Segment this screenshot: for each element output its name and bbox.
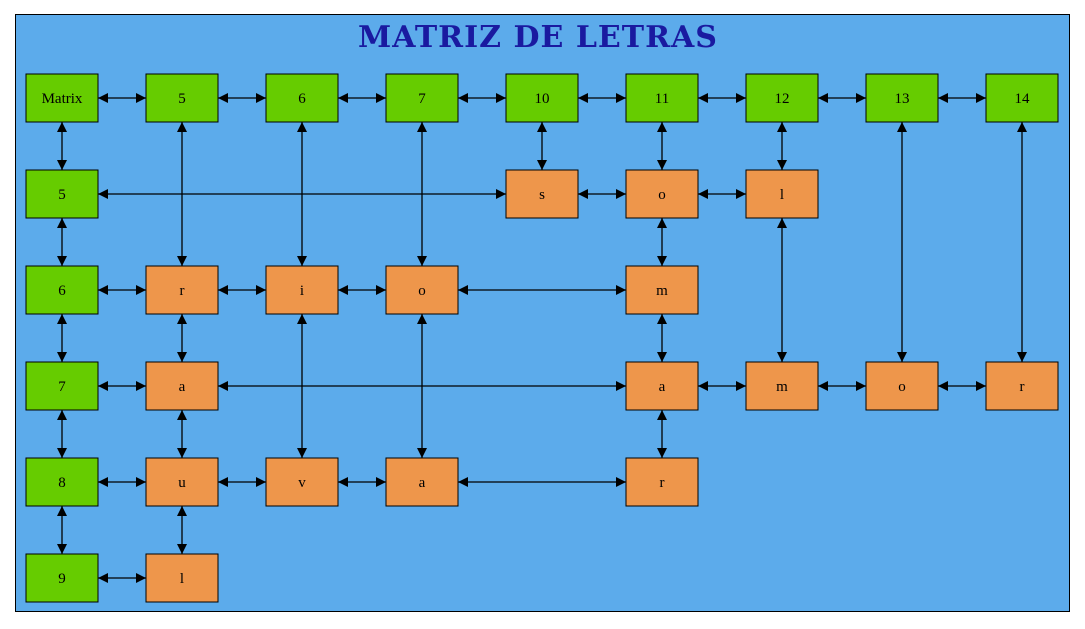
node-label: m — [776, 379, 788, 395]
letter-node-n6_5: r — [145, 265, 219, 315]
node-box — [745, 169, 819, 219]
header-node-r6: 6 — [25, 265, 99, 315]
letter-node-n7_11: a — [625, 361, 699, 411]
node-label: r — [180, 283, 185, 299]
node-label: v — [298, 475, 306, 491]
node-box — [625, 265, 699, 315]
node-label: 5 — [58, 187, 66, 203]
header-node-c13: 13 — [865, 73, 939, 123]
node-box — [25, 361, 99, 411]
header-node-r9: 9 — [25, 553, 99, 603]
node-label: a — [419, 475, 426, 491]
node-box — [745, 361, 819, 411]
node-label: 5 — [178, 91, 186, 107]
header-node-r5: 5 — [25, 169, 99, 219]
node-box — [625, 457, 699, 507]
node-box — [145, 361, 219, 411]
node-label: o — [658, 187, 666, 203]
node-box — [625, 361, 699, 411]
node-box — [145, 73, 219, 123]
nodes-layer: Matrix 5 6 7 10 11 12 13 14 5 6 7 8 9 s o l r i o m a a m o r u v a r… — [25, 73, 1059, 603]
node-label: 8 — [58, 475, 66, 491]
node-label: l — [780, 187, 784, 203]
letter-node-n7_14: r — [985, 361, 1059, 411]
node-box — [505, 73, 579, 123]
node-label: 14 — [1015, 91, 1031, 107]
letter-node-n8_11: r — [625, 457, 699, 507]
letter-node-n8_5: u — [145, 457, 219, 507]
node-box — [865, 361, 939, 411]
node-box — [385, 73, 459, 123]
header-node-matrix: Matrix — [25, 73, 99, 123]
node-label: r — [660, 475, 665, 491]
edges-layer — [57, 93, 1027, 583]
letter-node-n7_5: a — [145, 361, 219, 411]
node-label: 12 — [775, 91, 790, 107]
node-box — [505, 169, 579, 219]
letter-node-n9_5: l — [145, 553, 219, 603]
node-label: l — [180, 571, 184, 587]
node-label: 6 — [58, 283, 66, 299]
node-label: i — [300, 283, 304, 299]
header-node-r7: 7 — [25, 361, 99, 411]
header-node-c11: 11 — [625, 73, 699, 123]
node-label: o — [898, 379, 906, 395]
node-label: 10 — [535, 91, 550, 107]
node-box — [385, 457, 459, 507]
node-label: a — [659, 379, 666, 395]
node-box — [265, 265, 339, 315]
letter-node-n6_7: o — [385, 265, 459, 315]
node-label: 6 — [298, 91, 306, 107]
node-box — [145, 553, 219, 603]
node-label: r — [1020, 379, 1025, 395]
node-label: o — [418, 283, 426, 299]
node-box — [745, 73, 819, 123]
letter-node-n6_6: i — [265, 265, 339, 315]
letter-node-n7_13: o — [865, 361, 939, 411]
node-label: a — [179, 379, 186, 395]
node-label: 13 — [895, 91, 910, 107]
header-node-c5: 5 — [145, 73, 219, 123]
node-box — [25, 553, 99, 603]
header-node-c10: 10 — [505, 73, 579, 123]
node-label: 7 — [58, 379, 66, 395]
node-box — [25, 457, 99, 507]
node-label: u — [178, 475, 186, 491]
node-box — [25, 73, 99, 123]
letter-node-n5_12: l — [745, 169, 819, 219]
node-box — [985, 361, 1059, 411]
node-box — [865, 73, 939, 123]
header-node-r8: 8 — [25, 457, 99, 507]
header-node-c14: 14 — [985, 73, 1059, 123]
letter-node-n8_6: v — [265, 457, 339, 507]
node-box — [265, 457, 339, 507]
header-node-c7: 7 — [385, 73, 459, 123]
node-label: 11 — [655, 91, 669, 107]
node-box — [25, 169, 99, 219]
node-label: Matrix — [42, 91, 83, 107]
node-label: 7 — [418, 91, 426, 107]
letter-node-n5_10: s — [505, 169, 579, 219]
letter-node-n6_11: m — [625, 265, 699, 315]
node-box — [145, 457, 219, 507]
letter-node-n7_12: m — [745, 361, 819, 411]
node-label: 9 — [58, 571, 66, 587]
node-box — [145, 265, 219, 315]
node-box — [25, 265, 99, 315]
node-box — [385, 265, 459, 315]
node-label: m — [656, 283, 668, 299]
header-node-c12: 12 — [745, 73, 819, 123]
letter-node-n8_7: a — [385, 457, 459, 507]
header-node-c6: 6 — [265, 73, 339, 123]
node-box — [625, 169, 699, 219]
node-box — [625, 73, 699, 123]
letter-node-n5_11: o — [625, 169, 699, 219]
node-label: s — [539, 187, 545, 203]
node-box — [265, 73, 339, 123]
node-box — [985, 73, 1059, 123]
diagram-title: MATRIZ DE LETRAS — [358, 20, 718, 55]
